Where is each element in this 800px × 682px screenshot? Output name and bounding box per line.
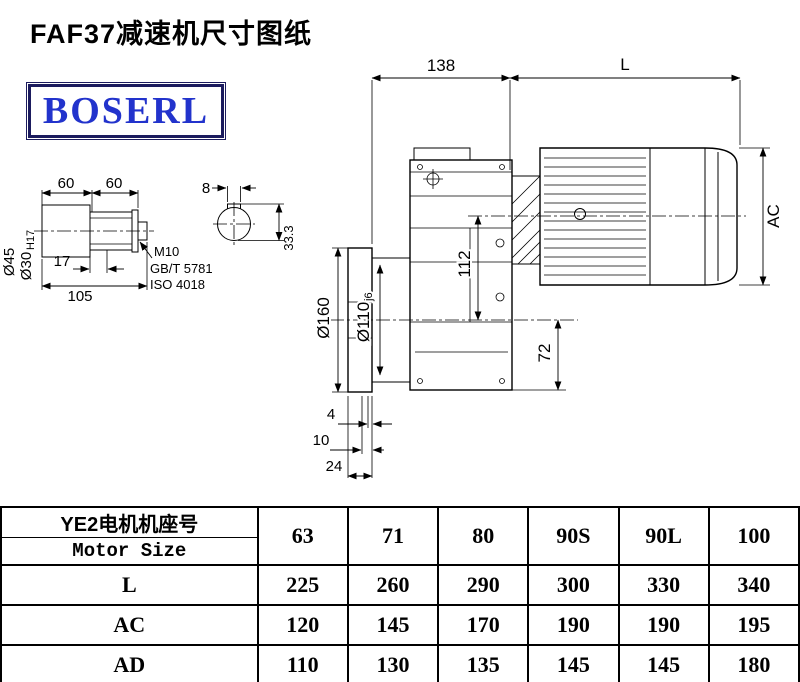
size-col-3: 90S xyxy=(527,506,620,566)
cell-L-0: 225 xyxy=(256,564,349,606)
motor-adapter-hatched xyxy=(511,175,541,265)
size-col-1: 71 xyxy=(346,506,440,566)
brand-logo-text: BOSERL xyxy=(42,90,210,132)
cell-AC-5: 195 xyxy=(707,604,800,646)
dimension-138-L: 138 L xyxy=(371,55,741,244)
motor-outline xyxy=(468,147,746,286)
dim-AC: AC xyxy=(764,204,783,228)
table-header-row: YE2电机机座号 Motor Size 63 71 80 90S 90L 100 xyxy=(0,506,800,566)
shaft-dim-105: 105 xyxy=(67,288,92,305)
cell-L-3: 300 xyxy=(527,564,620,606)
shaft-detail: 60 60 17 105 Ø45 Ø30 H17 M10 GB/T 5781 I… xyxy=(1,175,213,305)
output-flange xyxy=(330,247,578,393)
dimension-bottom-offsets: 4 10 24 xyxy=(313,396,392,480)
dim-72: 72 xyxy=(535,344,554,363)
gearbox-housing xyxy=(409,147,513,391)
cell-AC-2: 170 xyxy=(437,604,530,646)
dim-112: 112 xyxy=(455,250,474,277)
cell-AC-0: 120 xyxy=(256,604,349,646)
dim-flange-od: Ø160 xyxy=(314,297,333,339)
standard-gbt: GB/T 5781 xyxy=(150,261,213,276)
page-title: FAF37减速机尺寸图纸 xyxy=(30,19,313,49)
technical-drawing: 138 L AC 112 72 Ø160 Ø110 j6 xyxy=(1,55,783,480)
shaft-dim-60a: 60 xyxy=(58,175,75,192)
row-label-AD: AD xyxy=(0,644,259,682)
cell-AD-5: 180 xyxy=(707,644,800,682)
center-target-icon xyxy=(423,169,443,189)
dim-10: 10 xyxy=(313,432,330,449)
motor-size-header-cn: YE2电机机座号 xyxy=(2,508,257,538)
keyway-section-detail: 8 33.3 xyxy=(202,180,296,251)
motor-size-header-en: Motor Size xyxy=(72,540,187,562)
shaft-dim-60b: 60 xyxy=(106,175,123,192)
key-height-dim: 33.3 xyxy=(281,225,296,250)
cell-AD-1: 130 xyxy=(346,644,440,682)
standard-iso: ISO 4018 xyxy=(150,277,205,292)
cell-L-5: 340 xyxy=(707,564,800,606)
cell-L-1: 260 xyxy=(346,564,440,606)
size-col-5: 100 xyxy=(707,506,800,566)
size-col-0: 63 xyxy=(256,506,349,566)
key-width-dim: 8 xyxy=(202,180,210,197)
row-label-AC: AC xyxy=(0,604,259,646)
dimension-72: 72 xyxy=(512,319,566,391)
cell-AC-3: 190 xyxy=(527,604,620,646)
cell-AD-3: 145 xyxy=(527,644,620,682)
dim-24: 24 xyxy=(326,458,343,475)
cell-AD-0: 110 xyxy=(256,644,349,682)
dim-4: 4 xyxy=(327,406,335,423)
table-row-L: L 225 260 290 300 330 340 xyxy=(0,564,800,606)
motor-size-header-cell: YE2电机机座号 Motor Size xyxy=(0,506,259,566)
dimension-flange-diameters: Ø160 Ø110 j6 xyxy=(312,247,384,393)
cell-AD-2: 135 xyxy=(437,644,530,682)
shaft-dia-45: Ø45 xyxy=(1,248,18,276)
cell-AC-4: 190 xyxy=(617,604,710,646)
table-row-AD: AD 110 130 135 145 145 180 xyxy=(0,644,800,682)
motor-dimension-table: YE2电机机座号 Motor Size 63 71 80 90S 90L 100… xyxy=(0,506,800,682)
size-col-2: 80 xyxy=(437,506,530,566)
brand-logo-box: BOSERL xyxy=(26,82,226,140)
cell-L-4: 330 xyxy=(617,564,710,606)
dim-138: 138 xyxy=(427,56,455,75)
dim-L: L xyxy=(620,55,629,74)
shaft-dia-30: Ø30 xyxy=(18,252,35,280)
thread-callout: M10 xyxy=(154,244,179,259)
dim-spigot-tolerance: j6 xyxy=(363,292,375,302)
table-row-AC: AC 120 145 170 190 190 195 xyxy=(0,604,800,646)
dim-spigot: Ø110 xyxy=(354,302,373,342)
shaft-dim-17: 17 xyxy=(54,253,71,270)
dimension-AC: AC xyxy=(739,147,783,286)
cell-L-2: 290 xyxy=(437,564,530,606)
size-col-4: 90L xyxy=(617,506,710,566)
shaft-dia-30-tolerance: H17 xyxy=(25,230,37,250)
cell-AD-4: 145 xyxy=(617,644,710,682)
dimension-112: 112 xyxy=(453,215,482,321)
cell-AC-1: 145 xyxy=(346,604,440,646)
row-label-L: L xyxy=(0,564,259,606)
